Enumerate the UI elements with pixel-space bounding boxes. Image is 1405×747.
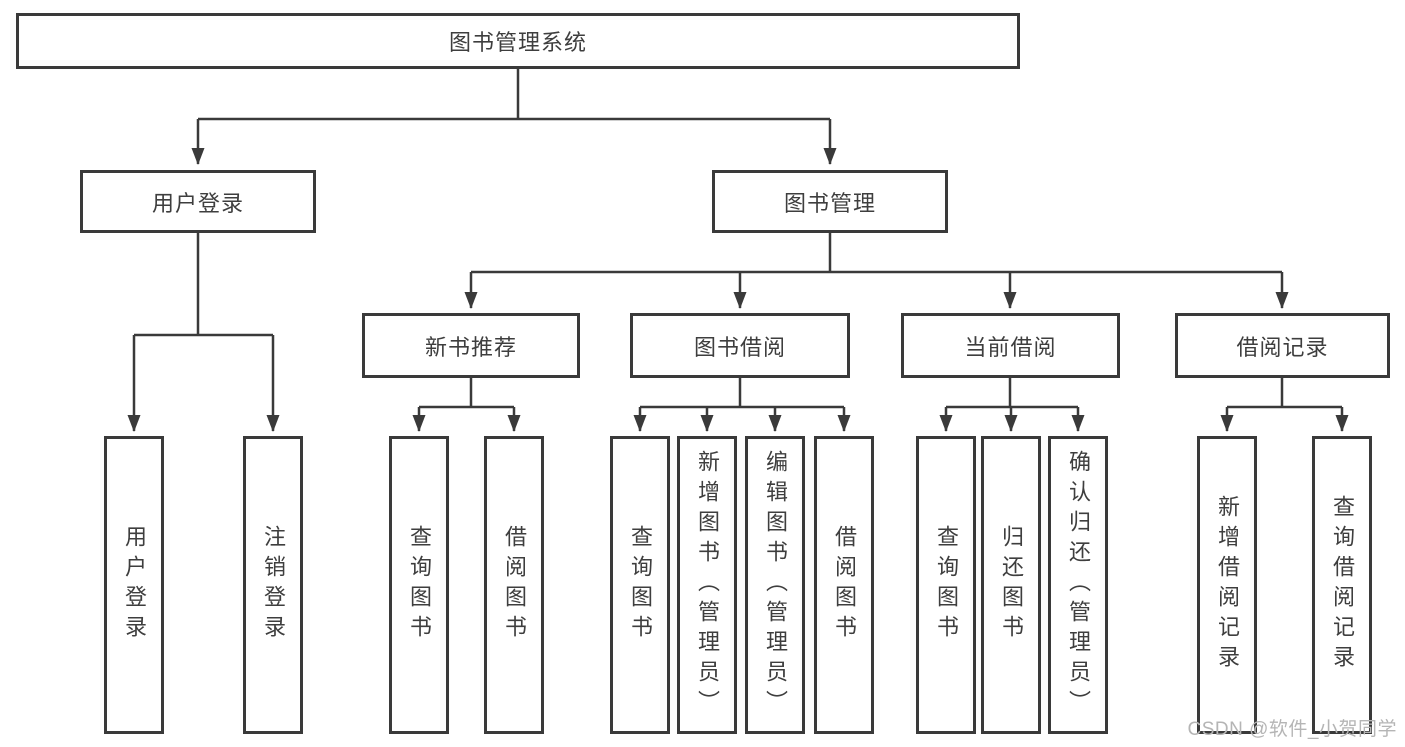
leaf-confirm-return-admin: 确认归还（管理员） bbox=[1048, 436, 1108, 734]
leaf-confirm-return-admin-label: 确认归还（管理员） bbox=[1066, 450, 1091, 720]
leaf-add-book-admin-label: 新增图书（管理员） bbox=[695, 450, 720, 720]
node-book-borrow: 图书借阅 bbox=[630, 313, 850, 378]
leaf-return-book: 归还图书 bbox=[981, 436, 1041, 734]
node-root-system: 图书管理系统 bbox=[16, 13, 1020, 69]
leaf-add-borrow-record-label: 新增借阅记录 bbox=[1215, 495, 1240, 675]
connector-arrows bbox=[127, 119, 1349, 432]
leaf-borrow-books-2: 借阅图书 bbox=[814, 436, 874, 734]
leaf-query-books-2-label: 查询图书 bbox=[628, 525, 653, 645]
csdn-watermark: CSDN @软件_小贺同学 bbox=[1187, 719, 1397, 740]
node-user-login-label: 用户登录 bbox=[151, 190, 244, 216]
leaf-user-login: 用户登录 bbox=[104, 436, 164, 734]
leaf-edit-book-admin: 编辑图书（管理员） bbox=[745, 436, 805, 734]
leaf-add-book-admin: 新增图书（管理员） bbox=[677, 436, 737, 734]
leaf-logout: 注销登录 bbox=[243, 436, 303, 734]
node-book-management-label: 图书管理 bbox=[783, 190, 876, 216]
node-current-borrow-label: 当前借阅 bbox=[964, 334, 1057, 360]
leaf-logout-label: 注销登录 bbox=[261, 525, 286, 645]
leaf-query-books-1-label: 查询图书 bbox=[407, 525, 432, 645]
node-book-borrow-label: 图书借阅 bbox=[693, 334, 786, 360]
leaf-borrow-books-1: 借阅图书 bbox=[484, 436, 544, 734]
leaf-user-login-label: 用户登录 bbox=[122, 525, 147, 645]
node-new-book-recommend: 新书推荐 bbox=[362, 313, 580, 378]
leaf-query-books-3: 查询图书 bbox=[916, 436, 976, 734]
leaf-query-books-1: 查询图书 bbox=[389, 436, 449, 734]
node-book-management: 图书管理 bbox=[712, 170, 948, 233]
node-borrow-records-label: 借阅记录 bbox=[1236, 334, 1329, 360]
leaf-add-borrow-record: 新增借阅记录 bbox=[1197, 436, 1257, 734]
node-root-label: 图书管理系统 bbox=[448, 30, 587, 55]
leaf-query-books-2: 查询图书 bbox=[610, 436, 670, 734]
leaf-query-borrow-record-label: 查询借阅记录 bbox=[1330, 495, 1355, 675]
node-borrow-records: 借阅记录 bbox=[1175, 313, 1390, 378]
leaf-query-borrow-record: 查询借阅记录 bbox=[1312, 436, 1372, 734]
leaf-query-books-3-label: 查询图书 bbox=[934, 525, 959, 645]
leaf-return-book-label: 归还图书 bbox=[999, 525, 1024, 645]
leaf-borrow-books-1-label: 借阅图书 bbox=[502, 525, 527, 645]
node-new-book-recommend-label: 新书推荐 bbox=[424, 334, 517, 360]
leaf-edit-book-admin-label: 编辑图书（管理员） bbox=[763, 450, 788, 720]
leaf-borrow-books-2-label: 借阅图书 bbox=[832, 525, 857, 645]
node-current-borrow: 当前借阅 bbox=[901, 313, 1120, 378]
node-user-login: 用户登录 bbox=[80, 170, 316, 233]
